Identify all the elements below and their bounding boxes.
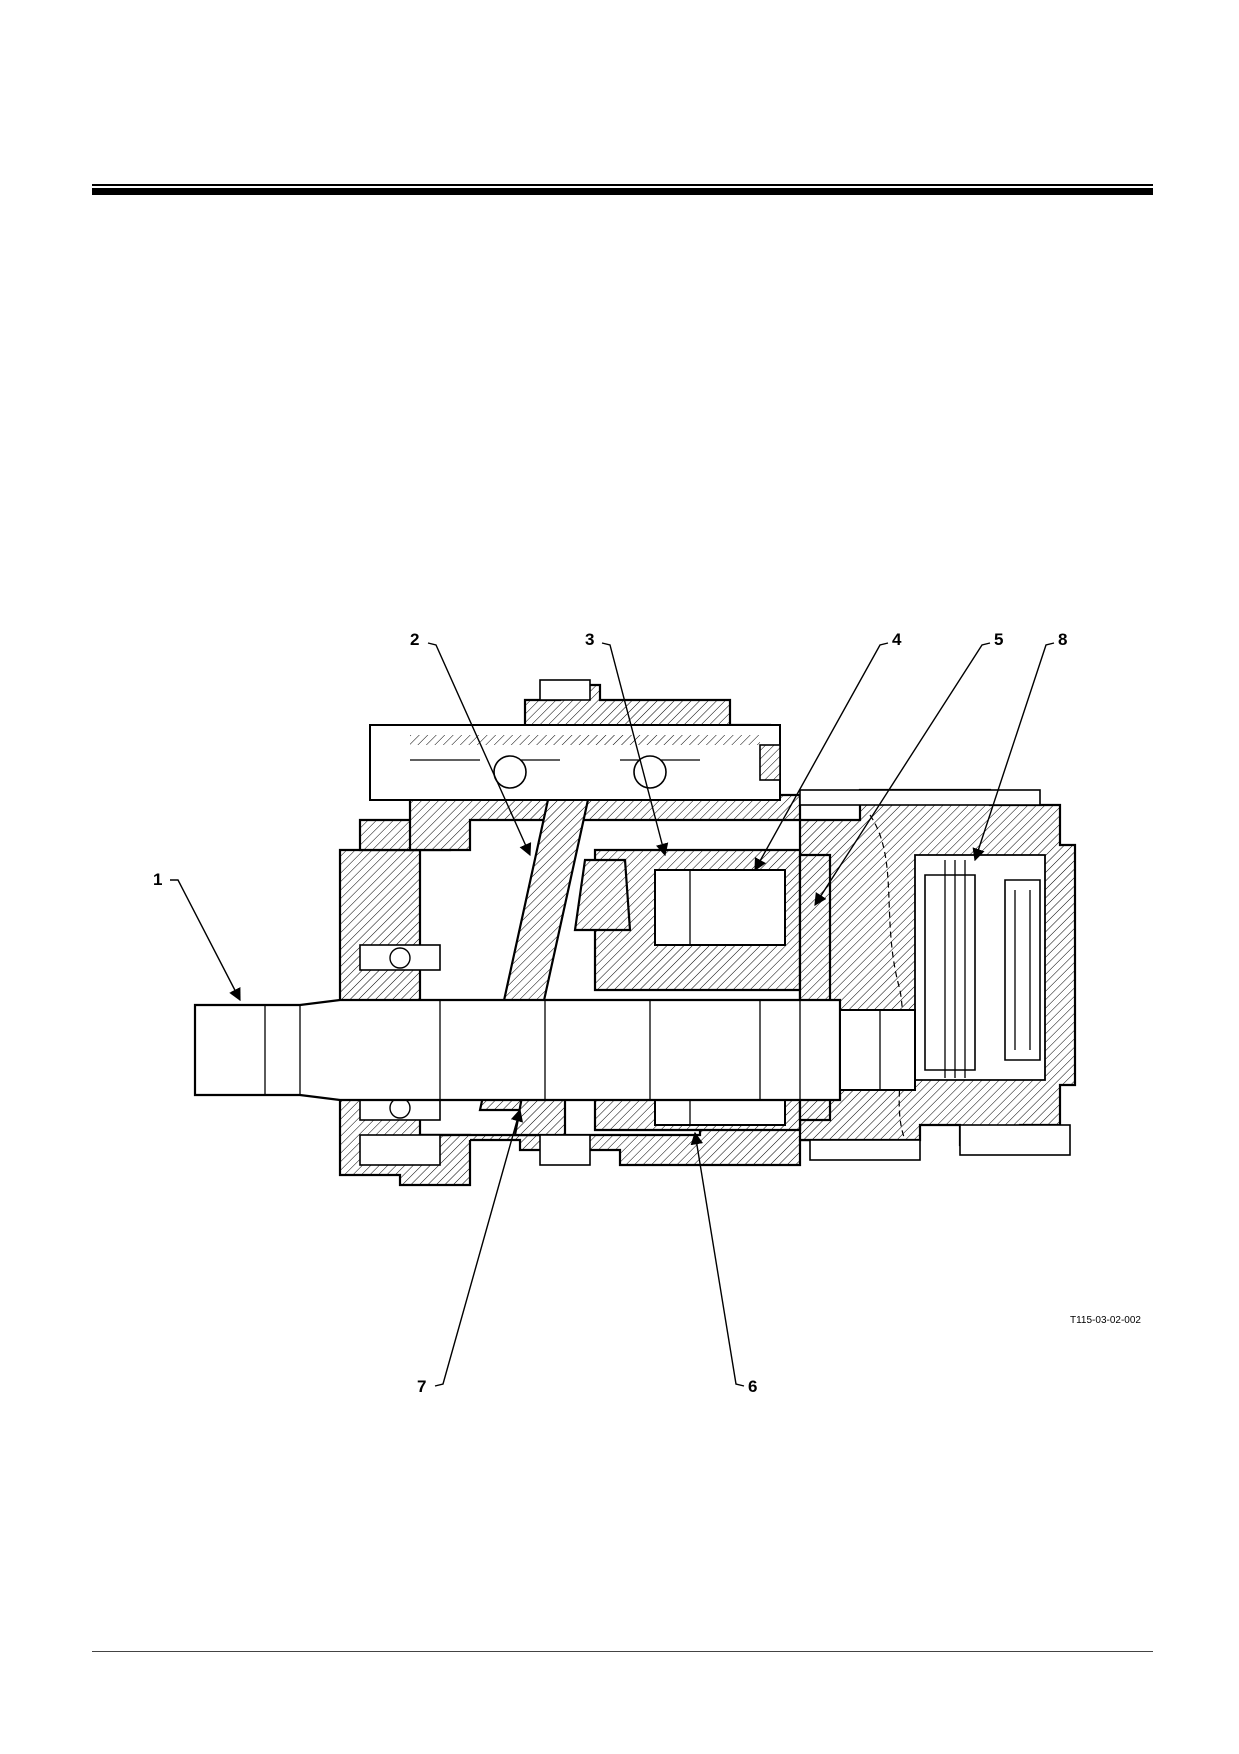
leader-5 — [814, 642, 991, 907]
leader-3 — [601, 642, 669, 857]
leader-7 — [690, 1131, 745, 1387]
leader-1 — [170, 879, 241, 1002]
callout-2: 2 — [410, 630, 419, 649]
callout-5: 5 — [994, 630, 1003, 649]
leader-6 — [972, 642, 1055, 862]
header-rule-thin — [92, 184, 1153, 186]
callout-7: 7 — [417, 1377, 426, 1396]
callout-3: 3 — [585, 630, 594, 649]
callout-1: 1 — [153, 870, 162, 889]
figure-reference: T115-03-02-002 — [1070, 1315, 1141, 1326]
leader-4 — [754, 642, 889, 872]
callout-6: 6 — [748, 1377, 757, 1396]
header-rule-thick — [92, 188, 1153, 195]
leader-2 — [427, 642, 532, 857]
drive-shaft — [193, 998, 916, 1102]
callout-4: 4 — [892, 630, 902, 649]
footer-rule — [92, 1651, 1153, 1652]
leader-lines — [170, 642, 1055, 1387]
leader-8 — [434, 1108, 523, 1387]
pump-housing — [338, 679, 1077, 1187]
callout-labels: 1 2 3 4 5 8 6 7 — [153, 630, 1067, 1396]
callout-8: 8 — [1058, 630, 1067, 649]
